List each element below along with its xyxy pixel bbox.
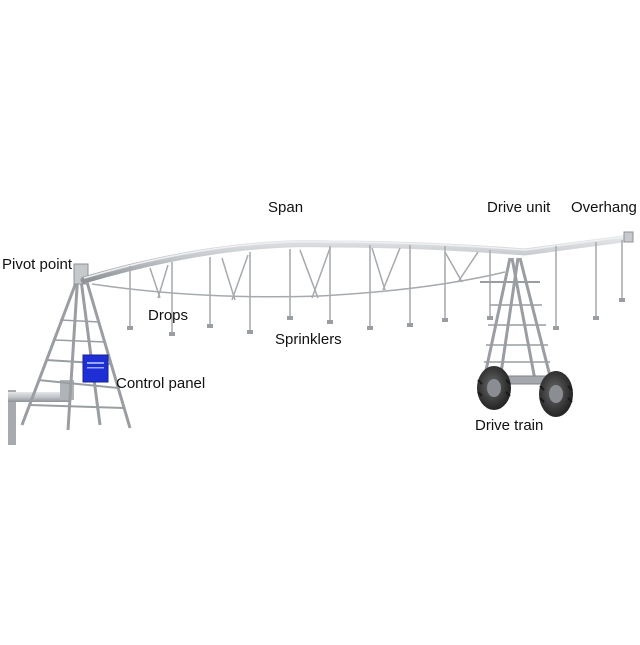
label-drops: Drops (148, 307, 189, 324)
label-drive-unit: Drive unit (487, 199, 551, 216)
label-control-panel: Control panel (116, 375, 206, 392)
inlet-pipe (8, 380, 74, 445)
label-drive-train: Drive train (475, 417, 544, 434)
label-overhang: Overhang (571, 199, 637, 216)
drops (129, 240, 623, 334)
label-sprinklers: Sprinklers (275, 331, 342, 348)
tire-treads (477, 379, 573, 403)
truss-rods (91, 247, 506, 301)
control-panel-box (82, 354, 109, 383)
drive-unit-tower (480, 257, 554, 385)
pivot-tower (20, 271, 132, 431)
sprinkler-heads (127, 298, 625, 336)
overhang-end-cap (623, 231, 634, 243)
label-span: Span (268, 199, 304, 216)
span-pipe (80, 234, 634, 284)
drive-train-wheels (477, 366, 573, 417)
label-pivot-point: Pivot point (2, 256, 73, 273)
